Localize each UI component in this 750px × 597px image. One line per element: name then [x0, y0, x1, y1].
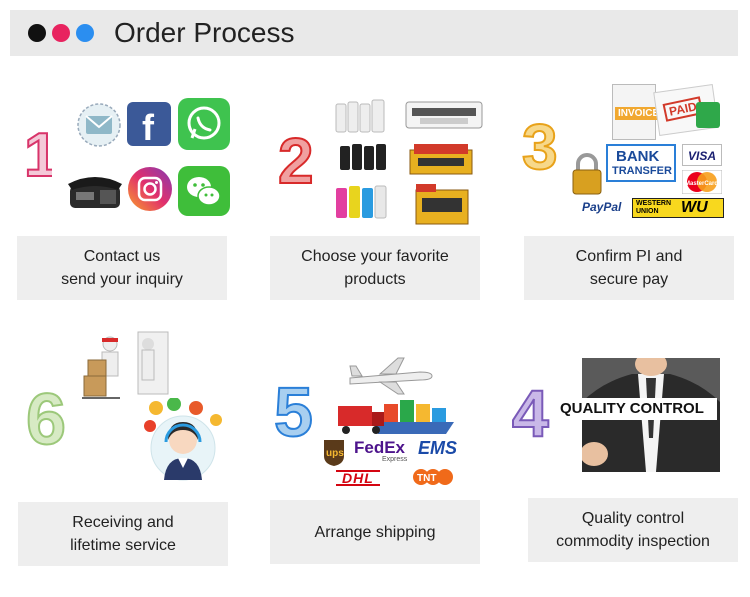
step-6-line-2: lifetime service [70, 537, 176, 554]
step-5-line-1: Arrange shipping [314, 523, 436, 541]
svg-text:f: f [142, 107, 155, 146]
invoice-document-icon: INVOICE [612, 84, 663, 140]
printer-icon [405, 101, 483, 129]
step-5-caption: Arrange shipping [270, 500, 480, 564]
step-2-line-2: products [344, 271, 406, 288]
step-1-number-icon: 1 [23, 124, 52, 184]
step-6-number-icon: 6 [25, 382, 67, 450]
visa-logo: VISA [682, 144, 722, 166]
quality-control-banner: QUALITY CONTROL [557, 398, 717, 420]
paypal-logo: PayPal [582, 200, 622, 214]
step-3-caption: Confirm PI and secure pay [524, 236, 734, 300]
ems-logo: EMS [418, 438, 458, 458]
step-1-line-2: send your inquiry [61, 271, 183, 288]
svg-text:TNT: TNT [417, 473, 436, 484]
step-2-number-icon: 2 [277, 128, 315, 188]
invoice-label: INVOICE [615, 107, 663, 120]
step-2-caption: Choose your favorite products [270, 236, 480, 300]
svg-text:4: 4 [512, 378, 549, 440]
step-6-caption: Receiving and lifetime service [18, 502, 228, 566]
step-1-line-1: Contact us [83, 248, 161, 265]
truck-and-ship-icon [338, 400, 454, 434]
svg-text:5: 5 [274, 376, 313, 442]
transfer-label: TRANSFER [612, 165, 672, 177]
bank-label: BANK [616, 148, 660, 165]
step-3-number-icon: 3 [521, 114, 559, 176]
dot-black [28, 24, 46, 42]
svg-text:6: 6 [26, 382, 66, 450]
header-bar: Order Process [10, 10, 738, 56]
ups-logo: ups [324, 440, 344, 466]
customer-service-agent-icon [144, 398, 222, 481]
airplane-icon [349, 357, 433, 395]
step-5-number-icon: 5 [273, 376, 314, 442]
step-4-caption: Quality control commodity inspection [528, 498, 738, 562]
dot-pink [52, 24, 70, 42]
dhl-logo: DHL [336, 470, 380, 486]
step-4-line-2: commodity inspection [556, 533, 710, 550]
step-3-line-1: Confirm PI and [575, 248, 683, 265]
white-ink-bottles-icon [335, 99, 385, 133]
facebook-icon: f [127, 102, 171, 146]
bank-transfer-logo: BANK TRANSFER [606, 144, 676, 182]
svg-text:MasterCard: MasterCard [685, 181, 718, 187]
paid-stamp-icon: PAID [653, 82, 724, 138]
fedex-express-label: Express [382, 456, 408, 463]
uv-printer-icon [415, 184, 469, 225]
svg-text:ups: ups [326, 448, 344, 459]
step-1-caption: Contact us send your inquiry [17, 236, 227, 300]
step-4-number-icon: 4 [511, 378, 550, 440]
flatbed-printer-icon [409, 144, 473, 175]
step-4-line-1: Quality control [581, 510, 685, 527]
fedex-logo: FedEx [354, 438, 406, 457]
tnt-logo: TNT [413, 469, 453, 485]
wechat-icon [178, 166, 230, 216]
delivery-man-icon [82, 331, 169, 399]
mastercard-logo: MasterCard [682, 170, 722, 194]
whatsapp-icon [178, 98, 230, 150]
step-2-line-1: Choose your favorite [301, 248, 449, 265]
black-ink-bottles-icon [340, 144, 386, 170]
color-ink-bottles-icon [336, 185, 387, 219]
instagram-icon [128, 167, 172, 211]
padlock-icon [572, 153, 602, 195]
svg-text:3: 3 [522, 114, 558, 176]
wu-label: WU [681, 199, 708, 216]
telephone-icon [68, 177, 122, 208]
svg-text:1: 1 [24, 124, 52, 184]
dot-blue [76, 24, 94, 42]
svg-text:2: 2 [278, 128, 314, 188]
step-6-line-1: Receiving and [72, 514, 174, 531]
visa-label: VISA [688, 149, 717, 163]
page-title: Order Process [114, 17, 295, 48]
email-icon [77, 103, 121, 147]
step-3-line-2: secure pay [589, 271, 669, 288]
